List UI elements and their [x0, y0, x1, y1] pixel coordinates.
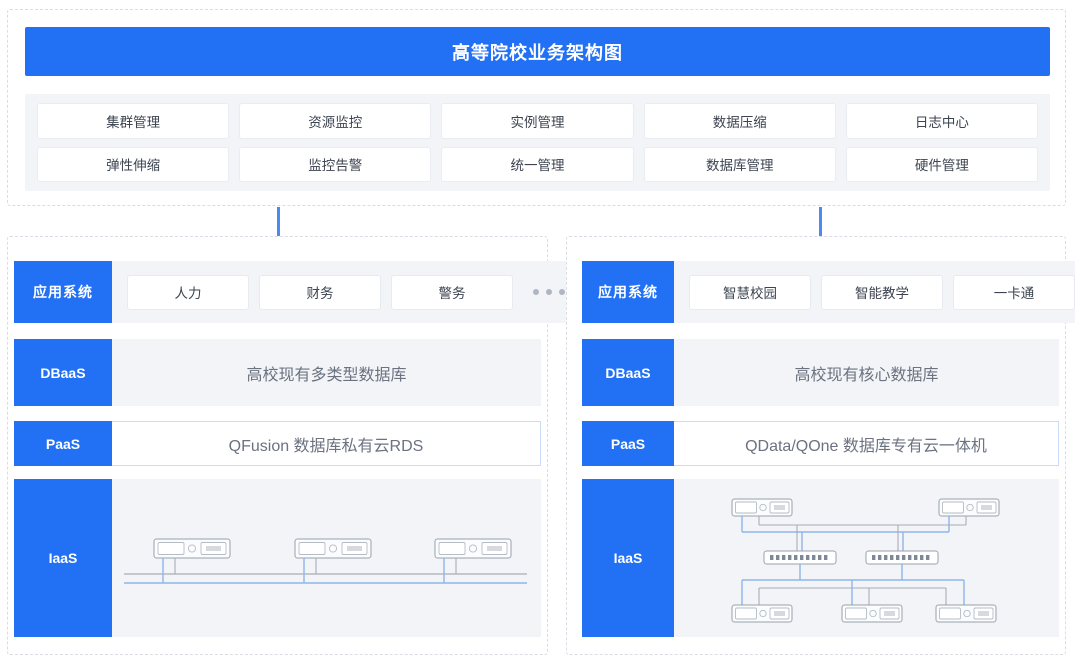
capability-chip[interactable]: 集群管理 [37, 103, 230, 139]
server-icon [731, 604, 793, 623]
capability-chip[interactable]: 日志中心 [845, 103, 1039, 139]
right-iaas-layer-tag: IaaS [582, 479, 674, 637]
server-icon [153, 538, 231, 559]
platform-capability-panel: 集群管理 资源监控 实例管理 数据压缩 日志中心 弹性伸缩 监控告警 统一管理 … [25, 94, 1050, 191]
right-dbaas-layer-body: 高校现有核心数据库 [674, 339, 1059, 406]
right-dbaas-layer: DBaaS 高校现有核心数据库 [582, 339, 1059, 406]
left-iaas-topology [112, 479, 541, 637]
left-paas-layer-body: QFusion 数据库私有云RDS [112, 421, 541, 466]
right-application-layer-tag: 应用系统 [582, 261, 674, 323]
server-icon [294, 538, 372, 559]
left-paas-layer-tag: PaaS [14, 421, 112, 466]
app-chip[interactable]: 智能教学 [821, 274, 943, 310]
capability-row-2: 弹性伸缩 监控告警 统一管理 数据库管理 硬件管理 [37, 146, 1039, 182]
server-icon [434, 538, 512, 559]
platform-container: 高等院校业务架构图 集群管理 资源监控 实例管理 数据压缩 日志中心 弹性伸缩 … [7, 9, 1066, 206]
left-paas-layer-text: QFusion 数据库私有云RDS [228, 437, 424, 455]
capability-chip[interactable]: 监控告警 [239, 146, 432, 182]
right-iaas-topology [674, 479, 1059, 637]
app-chip[interactable]: 一卡通 [953, 274, 1075, 310]
right-application-layer: 应用系统 智慧校园 智能教学 一卡通 [582, 261, 1075, 323]
diagram-title-bar: 高等院校业务架构图 [25, 27, 1050, 76]
left-dbaas-layer-body: 高校现有多类型数据库 [112, 339, 541, 406]
right-paas-layer-text: QData/QOne 数据库专有云一体机 [745, 437, 987, 455]
left-dbaas-layer-text: 高校现有多类型数据库 [246, 366, 407, 384]
left-application-layer: 应用系统 人力 财务 警务 [14, 261, 575, 323]
left-bus-topology-diagram [124, 538, 527, 584]
left-application-layer-body: 人力 财务 警务 [112, 261, 575, 323]
switch-icon [865, 550, 939, 565]
app-overflow-ellipsis-icon[interactable] [523, 289, 575, 295]
capability-chip[interactable]: 统一管理 [441, 146, 634, 182]
app-chip[interactable]: 警务 [391, 274, 513, 310]
right-dbaas-layer-tag: DBaaS [582, 339, 674, 406]
left-application-items: 人力 财务 警务 [112, 274, 575, 310]
app-chip[interactable]: 人力 [127, 274, 249, 310]
left-dbaas-layer-tag: DBaaS [14, 339, 112, 406]
app-chip[interactable]: 财务 [259, 274, 381, 310]
right-iaas-layer: IaaS [582, 479, 1059, 637]
server-icon [841, 604, 903, 623]
left-dbaas-layer: DBaaS 高校现有多类型数据库 [14, 339, 541, 406]
capability-chip[interactable]: 数据压缩 [643, 103, 836, 139]
left-application-layer-tag: 应用系统 [14, 261, 112, 323]
capability-row-1: 集群管理 资源监控 实例管理 数据压缩 日志中心 [37, 103, 1039, 139]
capability-chip[interactable]: 硬件管理 [845, 146, 1039, 182]
server-icon [731, 498, 793, 517]
connector-line-left [277, 207, 280, 236]
capability-chip[interactable]: 弹性伸缩 [37, 146, 230, 182]
server-icon [935, 604, 997, 623]
page-title: 高等院校业务架构图 [452, 42, 623, 63]
server-icon [938, 498, 1000, 517]
capability-chip[interactable]: 资源监控 [239, 103, 432, 139]
left-iaas-layer: IaaS [14, 479, 541, 637]
right-paas-layer-body: QData/QOne 数据库专有云一体机 [674, 421, 1059, 466]
capability-chip[interactable]: 实例管理 [441, 103, 634, 139]
left-iaas-layer-tag: IaaS [14, 479, 112, 637]
right-paas-layer-tag: PaaS [582, 421, 674, 466]
right-tree-topology-diagram [731, 498, 1000, 623]
right-dbaas-layer-text: 高校现有核心数据库 [794, 366, 939, 384]
left-paas-layer: PaaS QFusion 数据库私有云RDS [14, 421, 541, 466]
right-application-layer-body: 智慧校园 智能教学 一卡通 [674, 261, 1075, 323]
right-application-items: 智慧校园 智能教学 一卡通 [674, 274, 1075, 310]
capability-chip[interactable]: 数据库管理 [643, 146, 836, 182]
connector-line-right [819, 207, 822, 236]
app-chip[interactable]: 智慧校园 [689, 274, 811, 310]
right-paas-layer: PaaS QData/QOne 数据库专有云一体机 [582, 421, 1059, 466]
switch-icon [763, 550, 837, 565]
